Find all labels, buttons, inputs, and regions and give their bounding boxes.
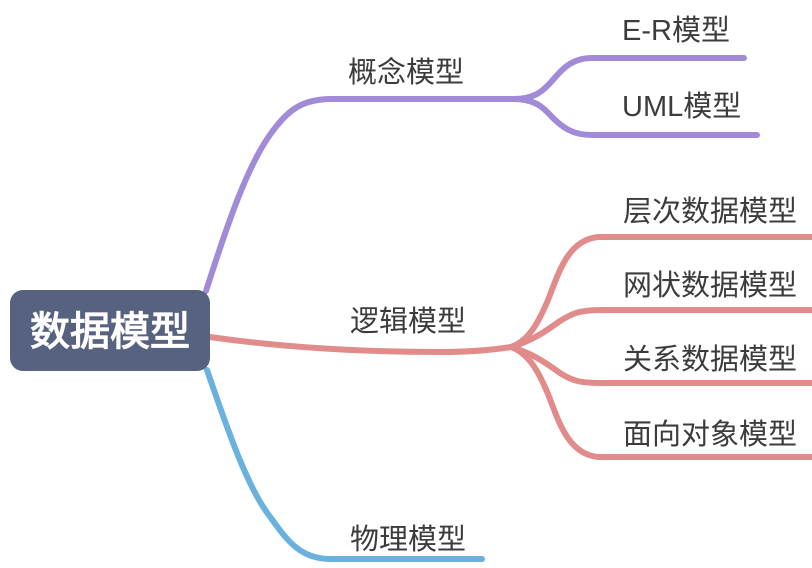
branch-concept-group: 概念模型 E-R模型 UML模型 bbox=[203, 14, 760, 294]
node-physical-model[interactable]: 物理模型 bbox=[350, 523, 466, 556]
connector-line-hierarchical-model bbox=[508, 234, 812, 350]
branch-line-physical bbox=[204, 367, 485, 562]
branch-line-logic bbox=[207, 334, 514, 355]
node-network-data-model[interactable]: 网状数据模型 bbox=[623, 269, 797, 302]
connector-line-network-model bbox=[508, 307, 812, 350]
node-logic-model[interactable]: 逻辑模型 bbox=[350, 305, 466, 338]
connector-line-relational-model bbox=[508, 344, 812, 386]
node-uml-model[interactable]: UML模型 bbox=[622, 90, 741, 123]
node-er-model[interactable]: E-R模型 bbox=[622, 14, 730, 47]
connector-line-object-oriented-model bbox=[508, 344, 812, 460]
node-object-oriented-model[interactable]: 面向对象模型 bbox=[623, 418, 797, 451]
root-node-box[interactable] bbox=[10, 290, 210, 371]
root-node-label: 数据模型 bbox=[30, 310, 190, 354]
node-relational-data-model[interactable]: 关系数据模型 bbox=[623, 343, 797, 376]
branch-physical-group: 物理模型 bbox=[204, 367, 485, 562]
connector-line-er-model bbox=[510, 55, 747, 102]
branch-line-concept bbox=[203, 96, 516, 294]
node-concept-model[interactable]: 概念模型 bbox=[348, 56, 464, 89]
root-node[interactable]: 数据模型 bbox=[10, 290, 210, 371]
branch-logic-group: 逻辑模型 层次数据模型 网状数据模型 关系数据模型 面向对象模型 bbox=[207, 195, 812, 460]
node-hierarchical-data-model[interactable]: 层次数据模型 bbox=[623, 195, 797, 228]
connector-line-uml-model bbox=[510, 96, 760, 138]
